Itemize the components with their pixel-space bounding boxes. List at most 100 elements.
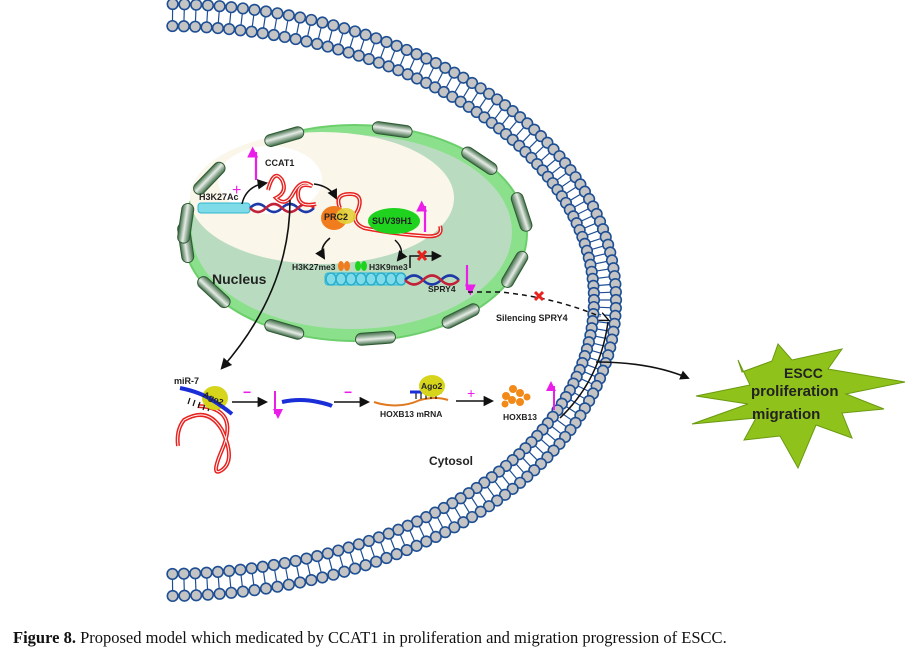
lipid-head [282, 578, 295, 591]
lipid-head [429, 530, 442, 544]
lipid-head [390, 39, 403, 52]
lipid-head [259, 582, 273, 595]
label-silencing-spry4: Silencing SPRY4 [496, 313, 568, 323]
nuclear-pore [461, 146, 498, 176]
lipid-head [213, 0, 226, 13]
lipid-head [282, 9, 295, 22]
outcome-label-proliferation: proliferation [751, 383, 839, 400]
lipid-head [327, 19, 340, 32]
sign-plus-hoxb13: + [467, 385, 475, 401]
lipid-head [332, 544, 345, 557]
lipid-head [380, 35, 393, 49]
nuclear-pore [355, 330, 396, 346]
arrow-hoxb13-to-outcome [559, 321, 609, 419]
lipid-head [225, 1, 238, 14]
lipid-head [211, 21, 224, 35]
label-h3k27ac: H3K27Ac [199, 192, 239, 202]
lipid-head [236, 585, 250, 598]
lipid-head [289, 32, 302, 46]
lipid-head [211, 565, 224, 579]
label-suv39h1: SUV39H1 [372, 216, 412, 226]
caption-label: Figure 8. [13, 628, 76, 647]
lipid-head [327, 568, 340, 581]
lipid-head [362, 534, 376, 548]
lipid-head [293, 576, 307, 589]
arrow-prc2-to-h3k27me3 [315, 237, 331, 260]
lipid-head [267, 558, 280, 572]
escc-outcome-burst: ESCC proliferation migration [691, 343, 906, 470]
mir7-strand [179, 386, 234, 416]
lipid-head [359, 28, 372, 41]
lipid-head [177, 20, 190, 33]
label-spry4: SPRY4 [428, 284, 456, 294]
lipid-head [248, 584, 261, 597]
sign-minus-1: − [243, 384, 251, 400]
lipid-head [429, 56, 442, 70]
arrow-to-escc-outcome [595, 361, 690, 380]
lipid-head [390, 548, 403, 561]
lipid-head [289, 554, 302, 568]
lipid-head [362, 52, 376, 66]
lipid-head [448, 66, 461, 79]
lipid-head [267, 28, 280, 42]
spry4-locus-chromatin [324, 272, 460, 286]
lipid-head [359, 559, 372, 572]
lipid-head [178, 589, 191, 602]
transcription-start-arrow [409, 250, 443, 268]
lipid-head [342, 46, 355, 59]
label-hoxb13: HOXB13 [503, 412, 537, 422]
lipid-head [259, 5, 273, 18]
cell-membrane [166, 0, 623, 603]
outcome-label-escc: ESCC [784, 365, 823, 381]
lipid-head [342, 541, 355, 554]
nuclear-pore [501, 250, 529, 288]
lipid-head [482, 500, 496, 513]
lipid-head [305, 13, 318, 27]
lipid-head [352, 49, 365, 62]
lipid-head [200, 566, 213, 579]
label-ccat1: CCAT1 [265, 158, 294, 168]
lipid-head [190, 589, 203, 602]
lipid-head [245, 562, 258, 575]
lipid-head [439, 61, 452, 74]
label-hoxb13-mrna: HOXB13 mRNA [380, 409, 442, 419]
label-cytosol: Cytosol [429, 454, 473, 468]
arrow-silencing-spry4 [468, 291, 608, 320]
lipid-head [311, 37, 324, 51]
lipid-head [410, 539, 423, 552]
nuclear-pore [264, 126, 305, 147]
arrow-ccat1-to-prc2 [313, 183, 337, 200]
ccat1-sponge-lncrna [175, 404, 231, 474]
arrow-ccat1-export [220, 199, 291, 370]
lipid-head [448, 521, 461, 534]
lipid-head [420, 535, 433, 548]
lipid-head [457, 71, 470, 84]
lipid-head [166, 589, 179, 603]
lipid-head [300, 552, 313, 565]
figure-caption: Figure 8. Proposed model which medicated… [13, 628, 727, 648]
free-mir7 [281, 398, 333, 408]
lipid-head [400, 43, 413, 57]
lipid-head [166, 19, 179, 33]
nucleus [177, 121, 533, 346]
lipid-head [166, 0, 179, 11]
ago2-protein [419, 375, 445, 397]
lipid-head [498, 488, 512, 501]
lipid-head [177, 567, 190, 580]
lipid-head [316, 16, 329, 29]
lipid-head [201, 0, 215, 12]
lipid-head [352, 538, 365, 551]
nuclear-pore [371, 121, 413, 139]
nuclear-pore [441, 303, 480, 329]
lipid-head [245, 25, 258, 38]
arrow-suv39h1-to-h3k9me3 [394, 239, 408, 262]
outcome-label-migration: migration [752, 406, 820, 423]
lipid-head [465, 76, 479, 90]
nuclear-pore [197, 276, 231, 309]
h3k27me3-mark [338, 261, 344, 271]
lipid-head [189, 567, 202, 580]
lipid-head [420, 52, 433, 65]
lipid-head [256, 27, 269, 40]
label-nucleus: Nucleus [212, 271, 267, 287]
lipid-head [300, 35, 313, 48]
